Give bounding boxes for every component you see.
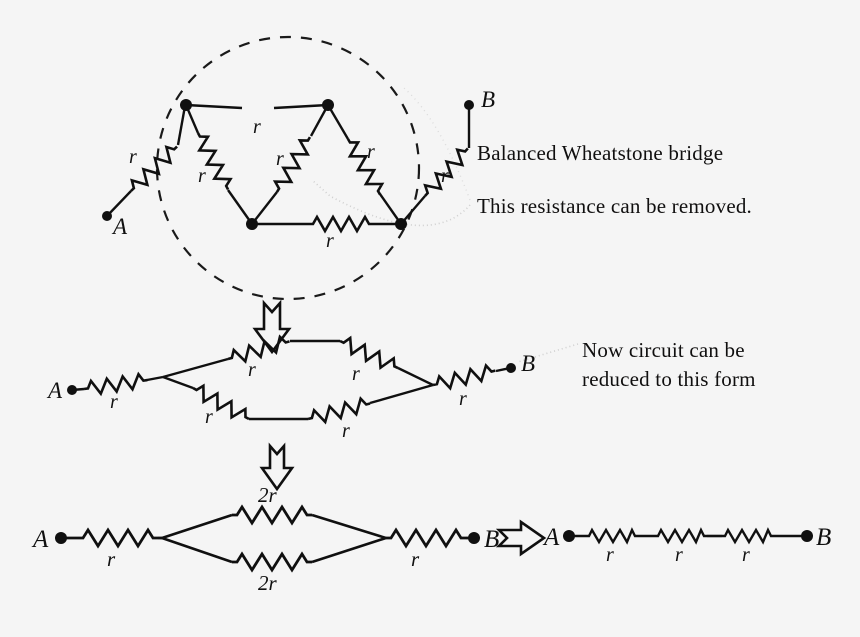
label-terminal-a-top: A [111, 214, 128, 239]
resistor-lead-a-bl [76, 528, 160, 548]
wire-b-lead-top-a [400, 195, 426, 225]
label-terminal-b-top: B [481, 87, 495, 112]
stage-bottom-left-circuit: A B r 2r 2r r [31, 483, 499, 595]
wire-upper-left-arm-b [227, 189, 253, 225]
wire-mid-right-arm-b [379, 193, 402, 225]
highlight-circle [155, 35, 421, 301]
terminal-b-dot-bl [468, 532, 480, 544]
label-r-lower-left-mid: r [205, 406, 213, 428]
label-r-2-br: r [675, 544, 683, 566]
label-terminal-b-br: B [816, 524, 831, 551]
resistor-lower-2r-bl [230, 552, 314, 572]
note-resistance-can-be-removed: This resistance can be removed. [477, 194, 753, 218]
label-r-mid-right-arm: r [367, 141, 375, 163]
pointer-line-removed [311, 179, 471, 227]
stage-middle-circuit: A B r r r r r r [46, 333, 579, 442]
label-r-upper-right-mid: r [352, 363, 360, 385]
label-r-lead-b-top: r [441, 165, 449, 187]
note-balanced-wheatstone-bridge: Balanced Wheatstone bridge [477, 141, 724, 165]
wire-upper-in-mid [162, 357, 229, 379]
terminal-b-dot-top [464, 100, 474, 110]
arrow-top-to-middle [252, 299, 292, 355]
pointer-line-bridge [403, 87, 471, 201]
stage-bottom-right-circuit: A B r r r [542, 524, 831, 566]
label-r-lead-a-mid: r [110, 391, 118, 413]
label-r-lower-right-mid: r [342, 420, 350, 442]
resistor-1-br [584, 528, 640, 544]
label-r-upper-left-arm: r [198, 165, 206, 187]
resistor-bottom-arm [307, 215, 375, 233]
label-terminal-a-br: A [542, 524, 560, 551]
wire-a-lead-mid-stub [71, 387, 85, 392]
label-2r-upper-bl: 2r [258, 483, 278, 507]
resistor-lower-right-mid [305, 395, 374, 428]
pointer-line-reduced [517, 343, 579, 363]
resistor-lower-left-mid [188, 380, 254, 427]
terminal-b-dot-mid [506, 363, 516, 373]
wire-mid-left-arm-a [251, 191, 278, 225]
wire-mid-left-arm-b [309, 104, 330, 137]
label-terminal-b-bl: B [484, 526, 499, 553]
label-r-1-br: r [606, 544, 614, 566]
wire-upper-left-arm-a [184, 104, 200, 134]
wire-upper-out-bl [311, 513, 387, 540]
wire-lower-in-bl [161, 536, 233, 564]
wire-a-lead-top [106, 190, 132, 217]
wire-bridge-right-stub [273, 103, 329, 110]
label-r-lead-b-bl: r [411, 547, 420, 571]
label-terminal-a-mid: A [46, 378, 63, 403]
note-reduced-line-2: reduced to this form [582, 367, 756, 391]
wire-lower-in-mid [162, 375, 194, 390]
wire-lower-out-bl [311, 536, 387, 564]
resistor-lead-b-bl [384, 528, 468, 548]
wire-upper-in-bl [161, 513, 233, 540]
arrow-bottom-left-to-right [495, 519, 547, 557]
label-r-lead-b-mid: r [459, 388, 467, 410]
label-r-lead-a-top: r [129, 146, 137, 168]
resistor-upper-right-mid [335, 333, 403, 376]
label-r-upper-left-mid: r [248, 359, 256, 381]
arrow-middle-to-bottom [259, 442, 295, 492]
label-r-lead-a-bl: r [107, 547, 116, 571]
label-r-3-br: r [742, 544, 750, 566]
resistor-2-br [653, 528, 709, 544]
resistor-3-br [720, 528, 776, 544]
resistor-upper-2r-bl [230, 505, 314, 525]
stage-top-circuit: A B r r r r r r r [102, 87, 495, 252]
wire-a-to-split-mid [146, 375, 164, 382]
wire-a-to-node [176, 105, 187, 146]
label-r-top-bridge: r [253, 116, 261, 138]
wire-lower-out-mid [369, 383, 434, 405]
label-2r-lower-bl: 2r [258, 571, 278, 595]
label-terminal-b-mid: B [521, 351, 535, 376]
terminal-b-dot-br [801, 530, 813, 542]
resistor-mid-right-arm [340, 134, 388, 200]
label-r-mid-left-arm: r [276, 148, 284, 170]
label-terminal-a-bl: A [31, 526, 49, 553]
note-reduced-line-1: Now circuit can be [582, 338, 745, 362]
wire-upper-out-mid [397, 366, 434, 387]
resistor-upper-left-mid [224, 333, 293, 368]
wire-mid-right-arm-a [326, 104, 350, 140]
label-r-bottom-arm: r [326, 230, 334, 252]
wire-bridge-left-stub [185, 103, 243, 110]
